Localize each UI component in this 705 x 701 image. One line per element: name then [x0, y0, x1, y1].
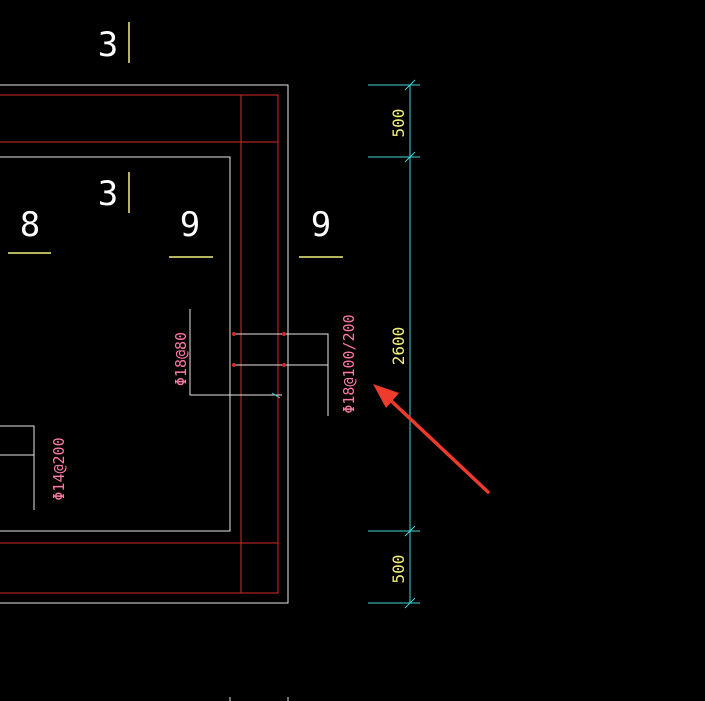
axis-label-inner-3: 3 [98, 174, 118, 214]
rebar-label-stirrup-inner: Φ18@80 [172, 332, 190, 386]
dim-text-bottom: 500 [389, 555, 408, 584]
dim-text-middle: 2600 [389, 327, 408, 366]
axis-label-9-right: 9 [311, 205, 331, 245]
dimension-lines [368, 79, 420, 609]
axis-label-9-left: 9 [180, 205, 200, 245]
rebar-stirrup-lines [0, 309, 329, 701]
wall-lines [0, 94, 279, 594]
axis-label-top-3: 3 [98, 25, 118, 65]
arrow-pointer-icon [373, 384, 490, 494]
cyan-tick-near-corner [271, 392, 281, 399]
outer-outline [0, 84, 289, 604]
dim-text-top: 500 [389, 109, 408, 138]
rebar-dots [232, 332, 286, 367]
rebar-label-slab-bar: Φ14@200 [50, 437, 68, 500]
rebar-label-stirrup-outer: Φ18@100/200 [340, 314, 358, 413]
axis-label-8: 8 [20, 205, 40, 245]
